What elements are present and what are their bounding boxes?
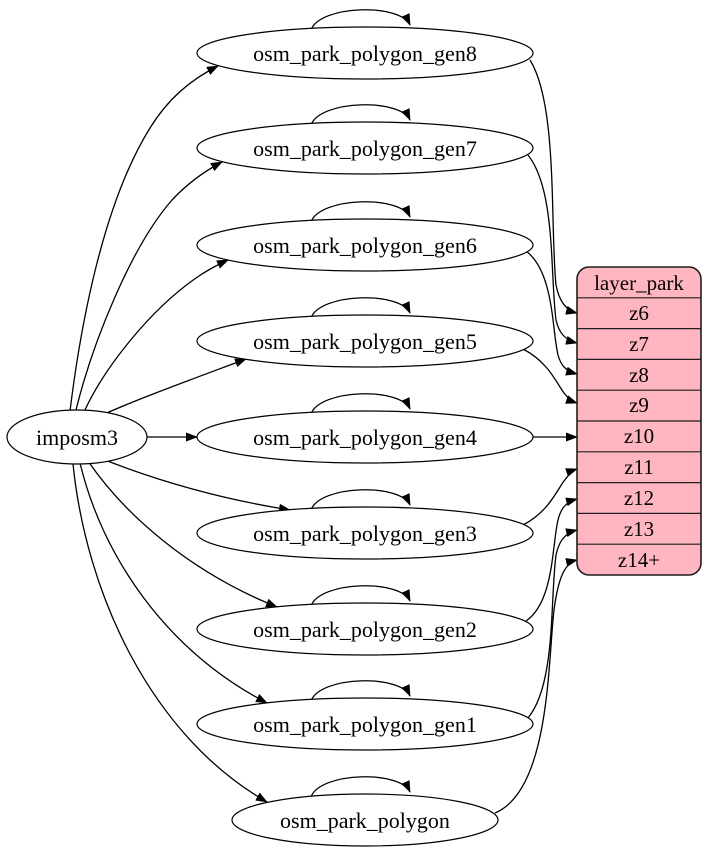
gen7-ellipse xyxy=(196,121,534,175)
edge-imposm3-to-gen6 xyxy=(83,259,229,413)
self-loop-gen1 xyxy=(310,680,411,702)
node-osm-park-polygon-gen1: osm_park_polygon_gen1 xyxy=(196,697,534,751)
edge-gen8-to-z6 xyxy=(529,59,578,315)
gen5-ellipse xyxy=(196,314,534,368)
self-loop-gen5 xyxy=(310,297,411,319)
gen1-ellipse xyxy=(196,697,534,751)
layer-row-z7: z7 xyxy=(629,332,649,356)
self-loop-gen4 xyxy=(310,393,411,415)
node-osm-park-polygon-gen8: osm_park_polygon_gen8 xyxy=(196,26,534,80)
self-loop-polygon xyxy=(310,776,411,798)
self-loop-gen2 xyxy=(310,585,411,607)
gen3-label: osm_park_polygon_gen3 xyxy=(253,521,477,546)
edge-imposm3-to-gen7 xyxy=(75,161,223,411)
node-osm-park-polygon-gen6: osm_park_polygon_gen6 xyxy=(196,218,534,272)
gen8-ellipse xyxy=(196,26,534,80)
edge-gen5-to-z9 xyxy=(522,348,578,404)
imposm3-ellipse xyxy=(6,409,148,465)
node-osm-park-polygon-gen4: osm_park_polygon_gen4 xyxy=(196,410,534,464)
edge-gen3-to-z11 xyxy=(522,468,578,526)
edge-gen7-to-z7 xyxy=(527,154,578,345)
edge-imposm3-to-gen2 xyxy=(87,460,278,608)
gen7-label: osm_park_polygon_gen7 xyxy=(253,136,477,161)
layer-park-title: layer_park xyxy=(594,271,684,295)
imposm3-label: imposm3 xyxy=(36,425,118,450)
layer-row-z9: z9 xyxy=(629,393,649,417)
edge-imposm3-to-gen3 xyxy=(99,457,291,513)
edge-imposm3-to-gen8 xyxy=(69,65,219,412)
edge-polygon-to-z14 xyxy=(494,558,578,814)
node-osm-park-polygon-gen3: osm_park_polygon_gen3 xyxy=(196,506,534,560)
edge-gen1-to-z13 xyxy=(527,528,578,719)
self-loop-gen8 xyxy=(310,9,411,31)
gen4-ellipse xyxy=(196,410,534,464)
node-osm-park-polygon: osm_park_polygon xyxy=(231,793,499,847)
layer-row-z12: z12 xyxy=(624,486,654,510)
edge-gen6-to-z8 xyxy=(525,250,578,376)
edge-imposm3-to-gen1 xyxy=(79,462,268,704)
gen8-label: osm_park_polygon_gen8 xyxy=(253,41,477,66)
gen5-label: osm_park_polygon_gen5 xyxy=(253,329,477,354)
gen6-ellipse xyxy=(196,218,534,272)
layer-row-z14plus: z14+ xyxy=(618,548,660,572)
node-osm-park-polygon-gen7: osm_park_polygon_gen7 xyxy=(196,121,534,175)
self-loop-gen6 xyxy=(310,201,411,223)
node-osm-park-polygon-gen5: osm_park_polygon_gen5 xyxy=(196,314,534,368)
gen6-label: osm_park_polygon_gen6 xyxy=(253,233,477,258)
layer-row-z11: z11 xyxy=(624,455,654,479)
edge-gen2-to-z12 xyxy=(525,497,578,622)
node-imposm3: imposm3 xyxy=(6,409,148,465)
edge-imposm3-to-polygon xyxy=(72,463,268,803)
layer-row-z8: z8 xyxy=(629,363,649,387)
layer-row-z13: z13 xyxy=(624,517,654,541)
gen3-ellipse xyxy=(196,506,534,560)
polygon-ellipse xyxy=(231,793,499,847)
self-loop-gen3 xyxy=(310,489,411,511)
polygon-label: osm_park_polygon xyxy=(280,808,450,833)
gen4-label: osm_park_polygon_gen4 xyxy=(253,425,477,450)
layer-row-z6: z6 xyxy=(629,301,649,325)
self-loop-gen7 xyxy=(310,104,411,126)
edge-imposm3-to-gen5 xyxy=(99,358,247,417)
gen1-label: osm_park_polygon_gen1 xyxy=(253,712,477,737)
layer-row-z10: z10 xyxy=(624,424,654,448)
node-osm-park-polygon-gen2: osm_park_polygon_gen2 xyxy=(196,602,534,656)
layer-park-node: layer_park z6 z7 z8 z9 z10 z11 z12 z13 z… xyxy=(576,266,702,576)
gen2-ellipse xyxy=(196,602,534,656)
gen2-label: osm_park_polygon_gen2 xyxy=(253,617,477,642)
